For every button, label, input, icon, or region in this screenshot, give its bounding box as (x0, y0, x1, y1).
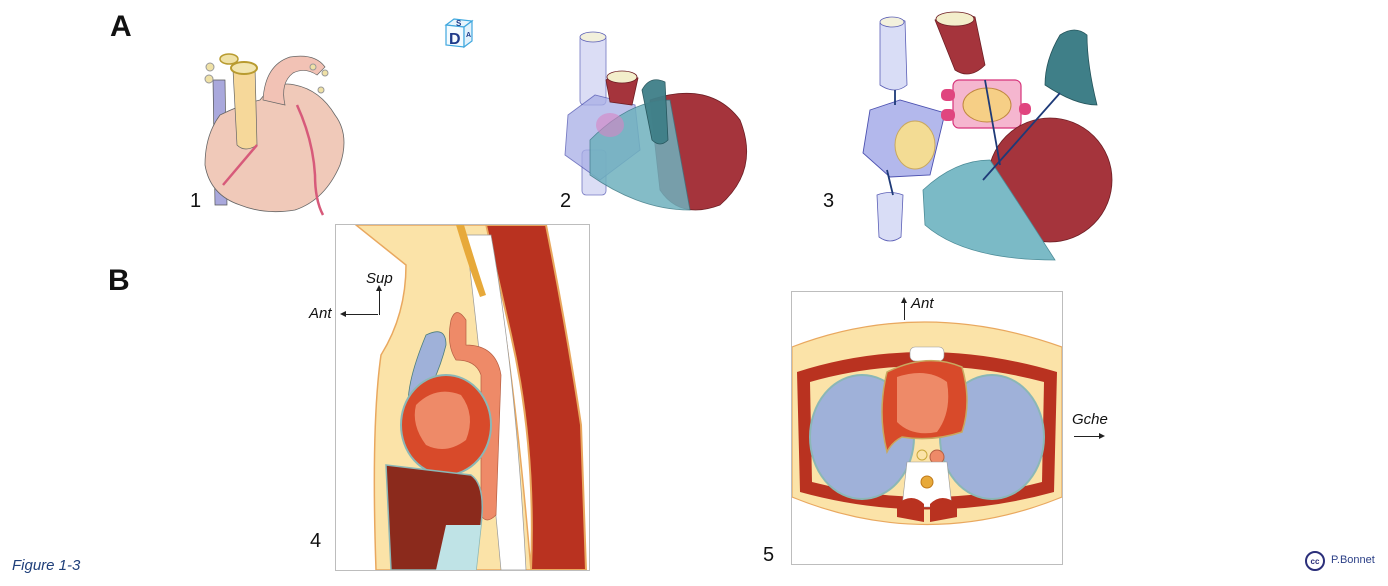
label-anterior-axial: Ant (911, 295, 934, 312)
view-number-4: 4 (310, 530, 322, 552)
panel-letter-b: B (108, 264, 130, 297)
sternum (909, 346, 945, 362)
pulmonary-trunk (641, 79, 669, 145)
view-number-2: 2 (560, 190, 572, 212)
axial-section-illustration (792, 321, 1062, 526)
spinal-cord (456, 225, 486, 297)
label-left: Gche (1072, 411, 1108, 428)
cube-letter-a: A (466, 32, 471, 39)
sagittal-section-frame (335, 224, 590, 571)
arrow-left-head (1099, 433, 1105, 439)
cc-text: cc (1310, 556, 1320, 566)
heart-body (204, 83, 345, 213)
axial-section-frame (791, 291, 1063, 565)
heart-external-illustration (204, 53, 345, 216)
sagittal-section-illustration (354, 225, 588, 570)
arrow-anterior-axial-icon (904, 302, 905, 320)
exploded-inferior-vena-cava (876, 192, 904, 242)
coronary-artery-left (295, 104, 325, 216)
aorta (232, 65, 258, 150)
arrow-to-ivc (886, 169, 894, 196)
heart-segments-illustration (564, 31, 748, 211)
view-number-1: 1 (190, 190, 202, 212)
label-superior: Sup (366, 270, 393, 287)
arrow-to-aorta (984, 79, 1001, 166)
panel-letter-a: A (110, 10, 132, 43)
exploded-pulmonary-trunk (1044, 29, 1098, 106)
sda-cube-logo-icon: S D A (444, 18, 474, 49)
arrow-anterior-axial-head (901, 297, 907, 303)
arrow-superior-icon (379, 289, 380, 315)
superior-vena-cava (579, 34, 607, 106)
creative-commons-icon: cc (1305, 551, 1325, 571)
exploded-right-ventricle (922, 159, 1056, 261)
arrow-superior-head (376, 285, 382, 291)
arrow-left-icon (1074, 436, 1100, 437)
author-credit: P.Bonnet (1331, 554, 1375, 566)
view-number-5: 5 (763, 544, 775, 566)
coronary-artery-right (222, 144, 258, 186)
arrow-anterior-head (340, 311, 346, 317)
figure-label: Figure 1-3 (12, 557, 81, 574)
heart-exploded-illustration (862, 11, 1113, 261)
exploded-superior-vena-cava (879, 18, 908, 91)
label-anterior-sagittal: Ant (309, 305, 332, 322)
cube-letter-d: D (449, 31, 461, 48)
cube-letter-s: S (456, 19, 462, 28)
sagittal-aorta (449, 312, 502, 521)
view-number-3: 3 (823, 190, 835, 212)
arrow-to-pulmonary (982, 92, 1061, 181)
back-muscle (484, 225, 588, 570)
arrow-anterior-icon (345, 314, 378, 315)
